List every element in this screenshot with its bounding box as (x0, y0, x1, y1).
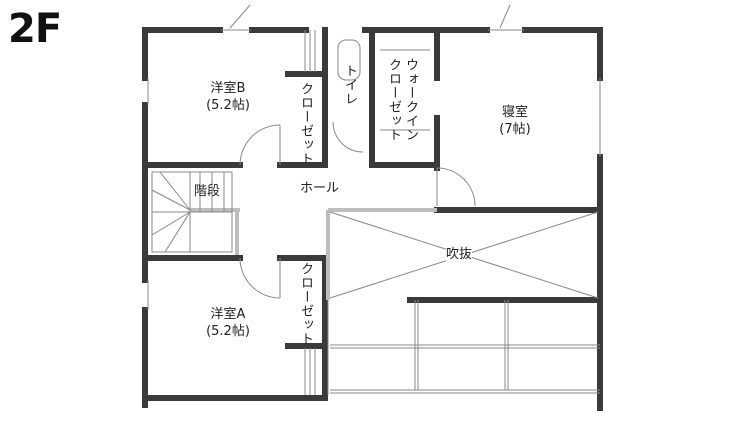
room-master: 寝室 (7帖) (490, 104, 540, 138)
room-bedroom-b-name: 洋室B (210, 81, 246, 96)
room-master-size: (7帖) (499, 122, 531, 137)
void-label: 吹抜 (446, 246, 473, 263)
closet-b-label: クローゼット (298, 82, 313, 166)
room-bedroom-a-name: 洋室A (210, 307, 246, 322)
room-bedroom-a: 洋室A (5.2帖) (198, 306, 258, 340)
room-bedroom-a-size: (5.2帖) (206, 324, 250, 339)
room-bedroom-b-size: (5.2帖) (206, 98, 250, 113)
floor-label: 2F (8, 6, 62, 52)
room-master-name: 寝室 (501, 105, 528, 120)
closet-a-label: クローゼット (298, 262, 313, 346)
walk-in-label-2: クローゼット (386, 58, 401, 142)
walk-in-label-1: ウォークイン (403, 58, 418, 142)
toilet-label: トイレ (342, 64, 357, 106)
room-bedroom-b: 洋室B (5.2帖) (198, 80, 258, 114)
hall-label: ホール (300, 181, 340, 196)
stairs-label: 階段 (194, 184, 221, 199)
